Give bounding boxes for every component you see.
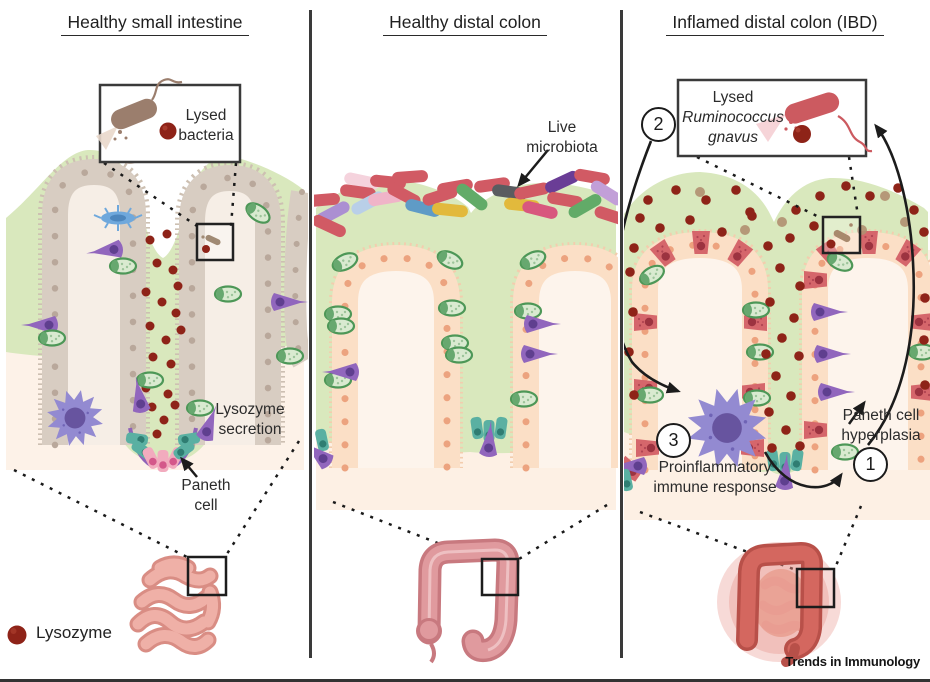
- journal-credit: Trends in Immunology: [785, 654, 920, 669]
- step-1-badge: 1: [853, 447, 888, 482]
- callout-dash: [229, 162, 238, 227]
- panel2-illustration: [314, 149, 618, 664]
- goblet-cell: [108, 257, 138, 275]
- goblet-cell: [275, 347, 305, 365]
- lysozyme-legend-icon: [7, 625, 27, 645]
- callout-dash: [696, 155, 824, 221]
- lysed-bacteria-label: Lysed bacteria: [178, 107, 234, 144]
- panel3-title: Inflamed distal colon (IBD): [625, 12, 925, 36]
- panel1-illustration: [6, 78, 308, 655]
- inset-lysed-rgnavus: [676, 78, 873, 158]
- lysed-rgnavus-label: Lysed Ruminococcus gnavus: [682, 89, 784, 146]
- paneth-hyperplasia-label: Paneth cell hyperplasia: [841, 407, 921, 444]
- paneth-cell-label: Paneth cell: [181, 477, 231, 514]
- step-3-badge: 3: [656, 423, 691, 458]
- arrow-step2-to-immune: [624, 140, 681, 394]
- lysozyme-granules: [141, 229, 186, 439]
- panel2-title: Healthy distal colon: [315, 12, 615, 36]
- goblet-cell: [213, 285, 243, 303]
- organ-dash: [518, 503, 608, 561]
- arrow-step1-to-inset: [866, 123, 916, 446]
- panel3-illustration: [624, 78, 930, 667]
- blue-immune-cell: [93, 205, 143, 231]
- lysozyme-legend-label: Lysozyme: [36, 623, 112, 642]
- organ-dash: [223, 440, 301, 558]
- live-microbiota-label: Live microbiota: [526, 119, 598, 156]
- organ-dash: [833, 505, 863, 569]
- panel-divider: [309, 10, 312, 658]
- organ-dash: [13, 468, 190, 560]
- paneth-cell-fan: [125, 427, 201, 472]
- panel-divider: [620, 10, 623, 658]
- goblet-cell: [37, 329, 67, 347]
- inflamed-colon-organ: [717, 541, 841, 667]
- inset-lysed-bacteria: [96, 78, 242, 164]
- step-2-badge: 2: [641, 107, 676, 142]
- bottom-rule: [0, 679, 930, 682]
- live-microbiota-arrow: [517, 149, 549, 188]
- panel1-title: Healthy small intestine: [10, 12, 300, 36]
- lysozyme-secretion-label: Lysozyme secretion: [215, 401, 285, 438]
- zoom-square: [821, 215, 862, 255]
- goblet-cell: [135, 371, 165, 389]
- zoom-square: [195, 222, 235, 262]
- arrow-immune-to-step1: [763, 451, 843, 489]
- paneth-cell-arrow: [180, 456, 198, 478]
- proinflammatory-label: Proinflammatory immune response: [653, 459, 777, 496]
- paneth-hyperplasia-arrow: [847, 400, 866, 425]
- colon-organ: [416, 538, 520, 664]
- small-intestine-organ: [129, 555, 228, 655]
